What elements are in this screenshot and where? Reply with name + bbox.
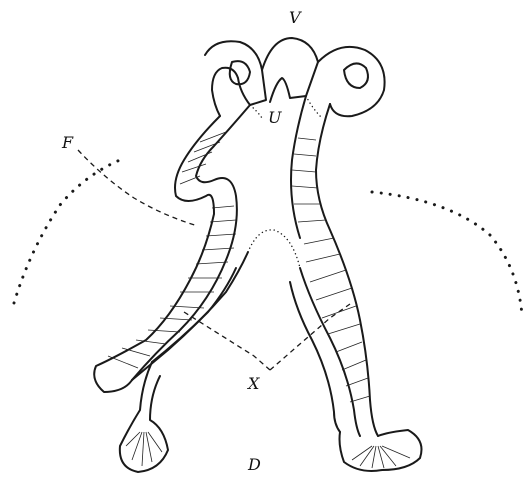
right-body-outer-wall <box>316 104 378 436</box>
pointer-line-f <box>78 150 198 226</box>
label-f: F <box>61 133 74 152</box>
cavity-roof-dotted <box>248 230 300 268</box>
label-u: U <box>268 108 282 127</box>
upper-right-lobe <box>318 47 385 116</box>
left-foot <box>120 362 168 472</box>
right-limb-inner-wall <box>300 268 360 436</box>
right-band-hatching <box>292 138 370 402</box>
label-v: V <box>289 8 302 27</box>
upper-cavity-dotted-left <box>250 105 262 118</box>
left-foot-hatching <box>126 432 162 466</box>
label-d: D <box>247 455 261 474</box>
left-body-outer-wall <box>94 116 220 392</box>
upper-cavity-dotted-right <box>306 96 322 118</box>
right-dotted-boundary <box>372 192 522 315</box>
right-limb-outer-wall <box>290 282 340 432</box>
right-body-inner-wall <box>291 96 306 238</box>
right-foot-hatching <box>352 446 410 468</box>
upper-left-lobe <box>205 41 266 116</box>
label-x: X <box>246 374 260 393</box>
pointer-line-x-left <box>184 312 270 370</box>
left-body-inner-wall <box>132 105 250 380</box>
right-foot <box>340 430 422 471</box>
upper-center-lobe <box>262 38 318 102</box>
left-dotted-boundary <box>14 160 120 303</box>
